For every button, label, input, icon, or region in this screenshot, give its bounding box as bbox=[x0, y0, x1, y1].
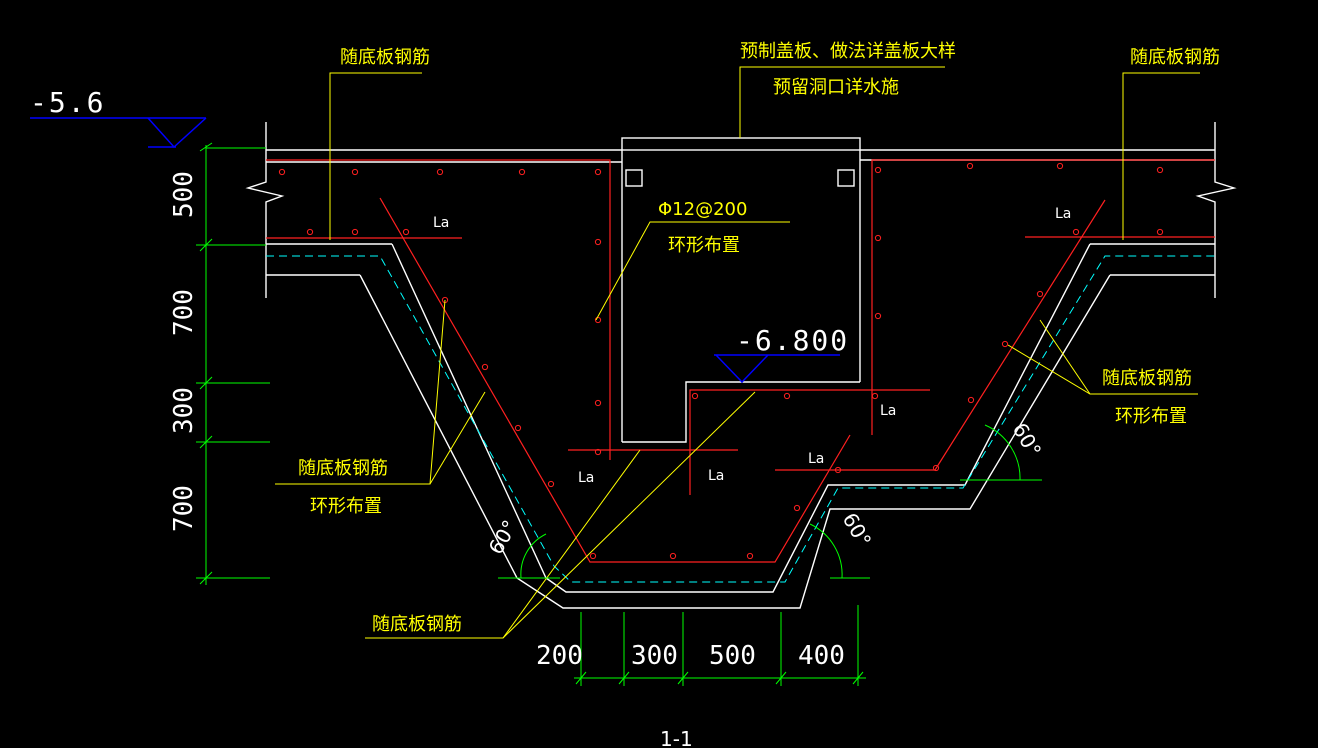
la-label: La bbox=[1055, 206, 1071, 222]
rebar-dot bbox=[351, 228, 359, 236]
dimension-lines bbox=[196, 142, 1042, 686]
dim-vertical-1: 500 bbox=[169, 171, 199, 218]
rebar-dot bbox=[793, 504, 801, 512]
rebar-dot bbox=[669, 552, 677, 560]
label-phi-spec: Φ12@200 bbox=[658, 199, 747, 220]
label-left-mid-2: 环形布置 bbox=[310, 496, 382, 517]
la-label: La bbox=[578, 470, 594, 486]
leader-lines bbox=[275, 66, 1200, 639]
elevation-top-left: -5.6 bbox=[30, 86, 105, 119]
rebar-dot bbox=[436, 168, 444, 176]
rebar-dot bbox=[1001, 340, 1009, 348]
rebar-dot bbox=[481, 363, 489, 371]
rebar-dot bbox=[589, 552, 597, 560]
cyan-dashed-line bbox=[266, 255, 1215, 583]
rebar-dot bbox=[594, 448, 602, 456]
label-right-mid-2: 环形布置 bbox=[1115, 406, 1187, 427]
dim-vertical-3: 300 bbox=[169, 387, 199, 434]
rebar-dot bbox=[834, 466, 842, 474]
rebar-dot bbox=[874, 166, 882, 174]
rebar-dot bbox=[874, 234, 882, 242]
elevation-marker-top-left bbox=[30, 117, 207, 149]
dim-horizontal-1: 200 bbox=[536, 641, 583, 671]
rebar-dot bbox=[967, 396, 975, 404]
rebar-dot bbox=[594, 168, 602, 176]
rebar-dot bbox=[966, 162, 974, 170]
label-cover-line2: 预留洞口详水施 bbox=[773, 77, 899, 98]
la-label: La bbox=[880, 403, 896, 419]
label-rebar-top-right: 随底板钢筋 bbox=[1130, 47, 1220, 68]
rebar-dot bbox=[402, 228, 410, 236]
rebar-dot bbox=[351, 168, 359, 176]
label-right-mid-1: 随底板钢筋 bbox=[1102, 368, 1192, 389]
rebar-dot bbox=[746, 552, 754, 560]
elevation-pit: -6.800 bbox=[736, 324, 849, 357]
label-bottom-rebar: 随底板钢筋 bbox=[372, 614, 462, 635]
rebars bbox=[266, 159, 1215, 563]
rebar-dot bbox=[691, 392, 699, 400]
rebar-dot bbox=[1056, 162, 1064, 170]
la-label: La bbox=[808, 451, 824, 467]
rebar-dot bbox=[514, 424, 522, 432]
dim-vertical-4: 700 bbox=[169, 485, 199, 532]
rebar-dot bbox=[547, 480, 555, 488]
rebar-dot bbox=[594, 399, 602, 407]
concrete-outline bbox=[245, 122, 1237, 609]
rebar-dot bbox=[871, 392, 879, 400]
la-label: La bbox=[433, 215, 449, 231]
dim-horizontal-4: 400 bbox=[798, 641, 845, 671]
rebar-dot bbox=[594, 238, 602, 246]
angle-right-bottom: 60° bbox=[838, 509, 877, 552]
dim-vertical-2: 700 bbox=[169, 289, 199, 336]
elevation-marker-pit bbox=[714, 354, 840, 384]
rebar-dot bbox=[1156, 228, 1164, 236]
section-title: 1-1 bbox=[660, 727, 693, 748]
rebar-dot bbox=[874, 312, 882, 320]
angle-left-bottom: 60° bbox=[484, 516, 523, 559]
rebar-dot bbox=[932, 464, 940, 472]
label-rebar-top-left: 随底板钢筋 bbox=[340, 47, 430, 68]
la-label: La bbox=[708, 468, 724, 484]
rebar-dot bbox=[783, 392, 791, 400]
label-cover-line1: 预制盖板、做法详盖板大样 bbox=[740, 41, 956, 62]
dim-horizontal-2: 300 bbox=[631, 641, 678, 671]
rebar-dot bbox=[518, 168, 526, 176]
rebar-dot bbox=[306, 228, 314, 236]
label-phi-ring: 环形布置 bbox=[668, 235, 740, 256]
rebar-dot bbox=[1036, 290, 1044, 298]
rebar-dot bbox=[1072, 228, 1080, 236]
dim-horizontal-3: 500 bbox=[709, 641, 756, 671]
label-left-mid-1: 随底板钢筋 bbox=[298, 458, 388, 479]
rebar-dot bbox=[1156, 166, 1164, 174]
rebar-dot bbox=[278, 168, 286, 176]
angle-right-upper: 60° bbox=[1008, 419, 1047, 462]
